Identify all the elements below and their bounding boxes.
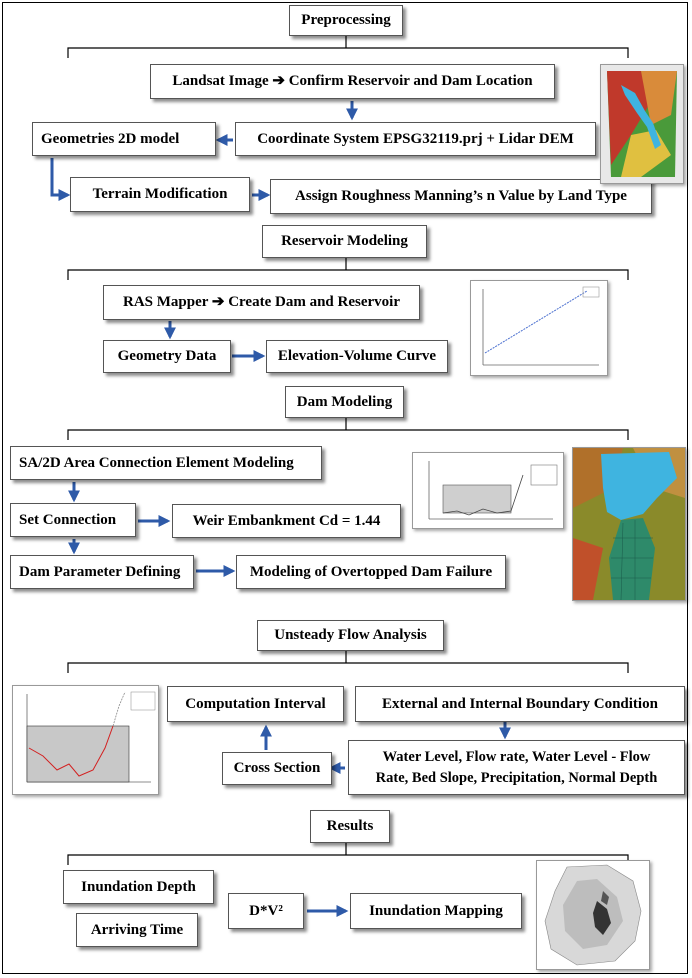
computation-box: Computation Interval: [167, 686, 344, 722]
water-level-line-1: Water Level, Flow rate, Water Level - Fl…: [382, 749, 651, 766]
weir-profile-plot-thumbnail: [412, 452, 564, 529]
cross-section-box: Cross Section: [222, 752, 332, 785]
terrain-map-thumbnail: [600, 64, 684, 184]
reservoir-title: Reservoir Modeling: [262, 225, 427, 258]
water-level-line-2: Rate, Bed Slope, Precipitation, Normal D…: [375, 769, 658, 786]
geometries-box: Geometries 2D model: [32, 122, 216, 156]
ras-mapper-box: RAS Mapper ➔ Create Dam and Reservoir: [103, 285, 420, 320]
sa2d-box: SA/2D Area Connection Element Modeling: [10, 446, 322, 480]
unsteady-title: Unsteady Flow Analysis: [257, 620, 444, 651]
bracket-dam: [67, 418, 629, 440]
geometry-data-box: Geometry Data: [103, 340, 231, 373]
inundation-mapping-box: Inundation Mapping: [350, 893, 522, 929]
inundation-map-thumbnail: [536, 860, 650, 970]
elevation-volume-box: Elevation-Volume Curve: [266, 340, 448, 373]
landsat-box: Landsat Image ➔ Confirm Reservoir and Da…: [150, 64, 555, 99]
water-level-box: Water Level, Flow rate, Water Level - Fl…: [348, 740, 685, 795]
dv2-box: D*V²: [228, 893, 304, 929]
cross-section-plot-thumbnail: [12, 685, 159, 795]
elevation-volume-plot-thumbnail: [470, 280, 608, 376]
terrain-box: Terrain Modification: [70, 177, 250, 212]
set-connection-box: Set Connection: [10, 503, 136, 537]
overtopped-box: Modeling of Overtopped Dam Failure: [236, 555, 506, 589]
inundation-depth-box: Inundation Depth: [63, 870, 214, 904]
bracket-reservoir: [67, 258, 629, 280]
boundary-box: External and Internal Boundary Condition: [355, 686, 685, 722]
results-title: Results: [310, 810, 390, 843]
coordinate-box: Coordinate System EPSG32119.prj + Lidar …: [235, 122, 596, 156]
dam-reservoir-map-thumbnail: [572, 447, 686, 601]
dam-parameter-box: Dam Parameter Defining: [10, 555, 194, 589]
bracket-unsteady: [67, 651, 629, 673]
arrow-geom-terrain: [50, 158, 71, 201]
bracket-preprocessing: [67, 36, 629, 58]
dam-title: Dam Modeling: [285, 386, 404, 418]
weir-box: Weir Embankment Cd = 1.44: [172, 504, 401, 538]
preprocessing-title: Preprocessing: [289, 5, 403, 36]
arriving-time-box: Arriving Time: [76, 913, 198, 947]
roughness-box: Assign Roughness Manning’s n Value by La…: [270, 179, 652, 214]
